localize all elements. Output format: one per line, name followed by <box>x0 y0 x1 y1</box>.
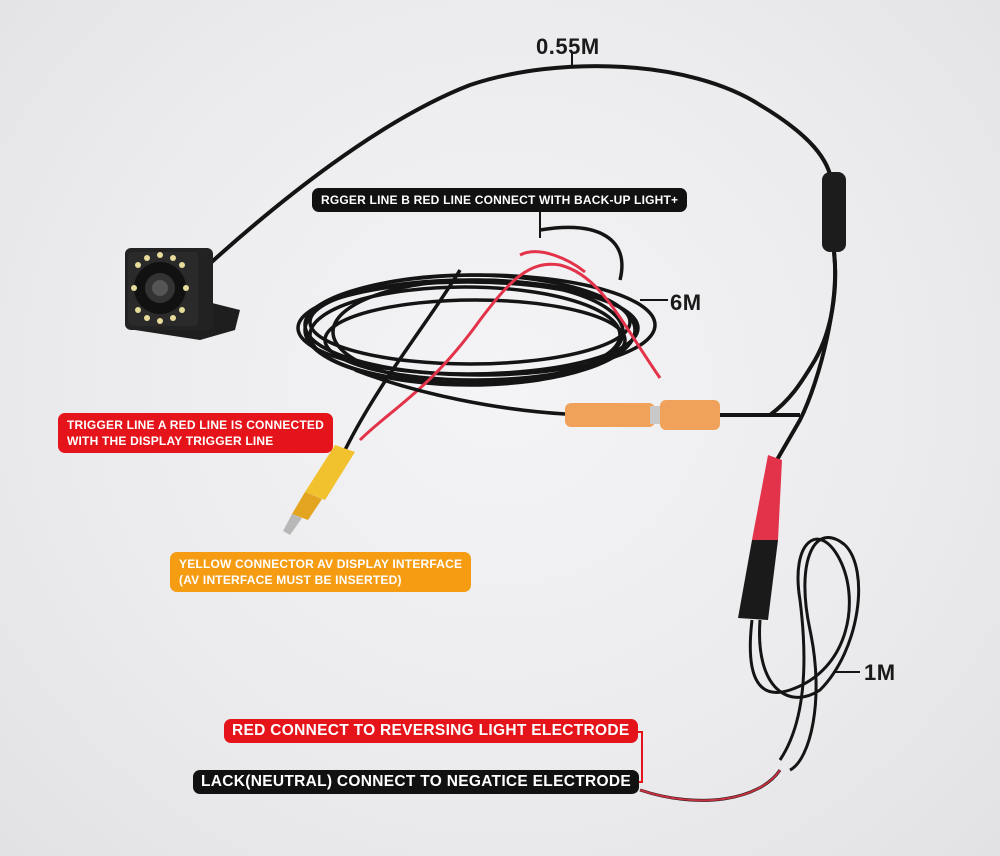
inline-module <box>822 172 846 252</box>
yellow-connector-text-2: (AV INTERFACE MUST BE INSERTED) <box>179 573 402 587</box>
top-cable-length: 0.55M <box>536 34 600 59</box>
power-cable-length: 1M <box>864 660 896 685</box>
orange-inline-connector <box>565 400 720 430</box>
red-trigger-wires <box>358 250 662 442</box>
black-electrode-text: LACK(NEUTRAL) CONNECT TO NEGATICE ELECTR… <box>201 773 631 790</box>
trigger-a-label: TRIGGER LINE A RED LINE IS CONNECTED WIT… <box>58 413 333 453</box>
cable-coil <box>296 273 657 387</box>
yellow-rca-connector <box>283 445 355 535</box>
trigger-b-text: RGGER LINE B RED LINE CONNECT WITH BACK-… <box>321 193 679 207</box>
yellow-connector-text-1: YELLOW CONNECTOR AV DISPLAY INTERFACE <box>179 557 463 571</box>
camera-body <box>125 248 240 340</box>
red-electrode-text: RED CONNECT TO REVERSING LIGHT ELECTRODE <box>232 722 630 739</box>
camera-cable <box>203 64 834 270</box>
trigger-a-text-1: TRIGGER LINE A RED LINE IS CONNECTED <box>67 418 324 432</box>
trigger-b-label: RGGER LINE B RED LINE CONNECT WITH BACK-… <box>312 188 688 212</box>
red-electrode-label: RED CONNECT TO REVERSING LIGHT ELECTRODE <box>224 719 638 743</box>
yellow-connector-label: YELLOW CONNECTOR AV DISPLAY INTERFACE (A… <box>170 552 472 592</box>
coil-cable-length: 6M <box>670 290 702 315</box>
trigger-a-text-2: WITH THE DISPLAY TRIGGER LINE <box>67 434 274 448</box>
black-electrode-label: LACK(NEUTRAL) CONNECT TO NEGATICE ELECTR… <box>193 770 639 794</box>
power-connector <box>738 455 782 620</box>
